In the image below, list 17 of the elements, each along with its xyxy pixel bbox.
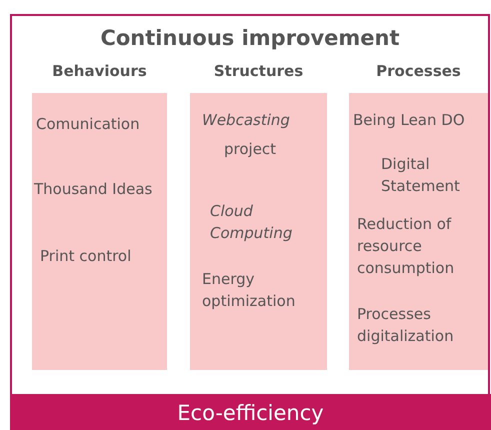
outer-frame [10,14,490,394]
column-heading: Processes [375,62,462,80]
list-item: Print control [40,246,132,267]
list-item: Digital Statement [381,154,461,197]
list-item: Webcasting [202,110,291,131]
column-heading: Structures [212,62,304,80]
list-item: Processes digitalization [357,304,455,347]
list-item: Being Lean DO [353,110,466,131]
frame-title: Continuous improvement [99,26,401,50]
list-item: project [224,139,278,160]
list-item: Cloud Computing [210,201,294,244]
footer-band: Eco-efficiency [10,394,491,430]
list-item: Comunication [36,114,141,135]
column-heading: Behaviours [51,62,148,80]
list-item: Energy optimization [202,269,296,312]
list-item: Thousand Ideas [34,179,154,200]
list-item: Reduction of resource consumption [357,214,456,279]
